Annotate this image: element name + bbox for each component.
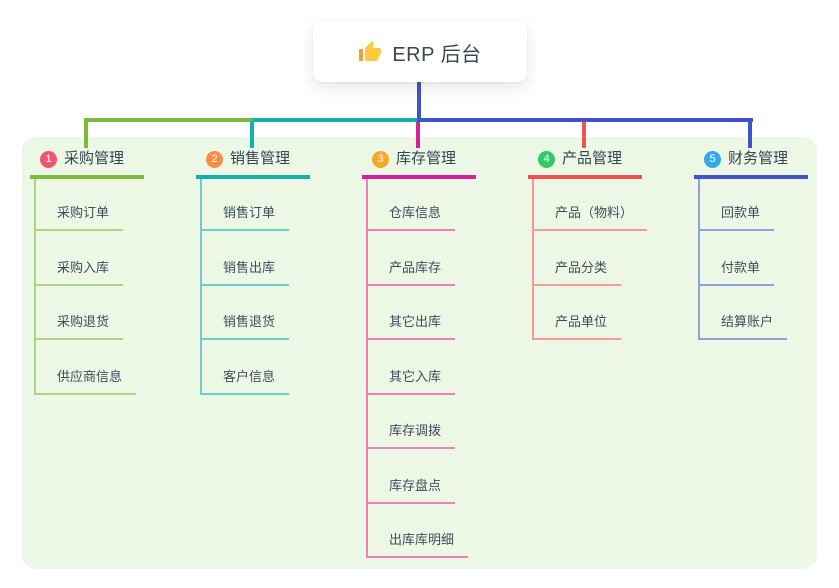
child-node[interactable]: 采购入库 bbox=[34, 258, 124, 286]
branch-number-badge: 1 bbox=[40, 150, 57, 168]
branch-number-badge: 5 bbox=[704, 150, 721, 168]
child-node[interactable]: 销售订单 bbox=[200, 203, 290, 231]
branch-drop-5 bbox=[748, 122, 752, 148]
bus-segment-right bbox=[419, 118, 753, 122]
branch-trunk-line bbox=[200, 179, 202, 395]
child-node[interactable]: 销售出库 bbox=[200, 258, 290, 286]
branch-title-label: 销售管理 bbox=[230, 150, 291, 167]
branch-title-label: 产品管理 bbox=[562, 150, 623, 167]
branch-title-5[interactable]: 5 财务管理 bbox=[694, 148, 809, 179]
child-node[interactable]: 付款单 bbox=[698, 258, 775, 286]
branch-drop-3 bbox=[416, 122, 420, 148]
child-node[interactable]: 采购退货 bbox=[34, 312, 124, 340]
branch-title-2[interactable]: 2 销售管理 bbox=[196, 148, 311, 179]
branch-title-label: 财务管理 bbox=[728, 150, 789, 167]
branch-number-badge: 3 bbox=[372, 150, 389, 168]
branch-title-1[interactable]: 1 采购管理 bbox=[30, 148, 145, 179]
child-node[interactable]: 产品库存 bbox=[366, 258, 456, 286]
child-node[interactable]: 供应商信息 bbox=[34, 367, 137, 395]
root-node-erp[interactable]: ERP 后台 bbox=[313, 22, 527, 82]
branch-drop-4 bbox=[582, 122, 586, 148]
branch-trunk-line bbox=[34, 179, 36, 395]
child-node[interactable]: 客户信息 bbox=[200, 367, 290, 395]
child-node[interactable]: 结算账户 bbox=[698, 312, 788, 340]
branch-title-3[interactable]: 3 库存管理 bbox=[362, 148, 477, 179]
root-node-label: ERP 后台 bbox=[392, 43, 482, 66]
branch-trunk-line bbox=[366, 179, 368, 558]
branch-title-4[interactable]: 4 产品管理 bbox=[528, 148, 643, 179]
bus-segment-middle bbox=[252, 118, 419, 122]
branch-drop-1 bbox=[84, 122, 88, 148]
child-node[interactable]: 库存调拨 bbox=[366, 421, 456, 449]
root-connector bbox=[417, 82, 421, 122]
child-node[interactable]: 产品分类 bbox=[532, 258, 622, 286]
branches-panel bbox=[22, 137, 817, 569]
child-node[interactable]: 仓库信息 bbox=[366, 203, 456, 231]
branch-title-label: 库存管理 bbox=[396, 150, 457, 167]
branch-number-badge: 2 bbox=[206, 150, 223, 168]
branch-number-badge: 4 bbox=[538, 150, 555, 168]
child-node[interactable]: 产品单位 bbox=[532, 312, 622, 340]
child-node[interactable]: 其它出库 bbox=[366, 312, 456, 340]
thumbs-up-icon bbox=[359, 41, 382, 61]
child-node[interactable]: 库存盘点 bbox=[366, 476, 456, 504]
child-node[interactable]: 其它入库 bbox=[366, 367, 456, 395]
branch-drop-2 bbox=[250, 122, 254, 148]
child-node[interactable]: 产品（物料） bbox=[532, 203, 648, 231]
child-node[interactable]: 采购订单 bbox=[34, 203, 124, 231]
child-node[interactable]: 销售退货 bbox=[200, 312, 290, 340]
branch-title-label: 采购管理 bbox=[64, 150, 125, 167]
bus-segment-left bbox=[84, 118, 254, 122]
branch-trunk-line bbox=[698, 179, 700, 340]
branch-trunk-line bbox=[532, 179, 534, 340]
child-node[interactable]: 出库库明细 bbox=[366, 530, 469, 558]
child-node[interactable]: 回款单 bbox=[698, 203, 775, 231]
